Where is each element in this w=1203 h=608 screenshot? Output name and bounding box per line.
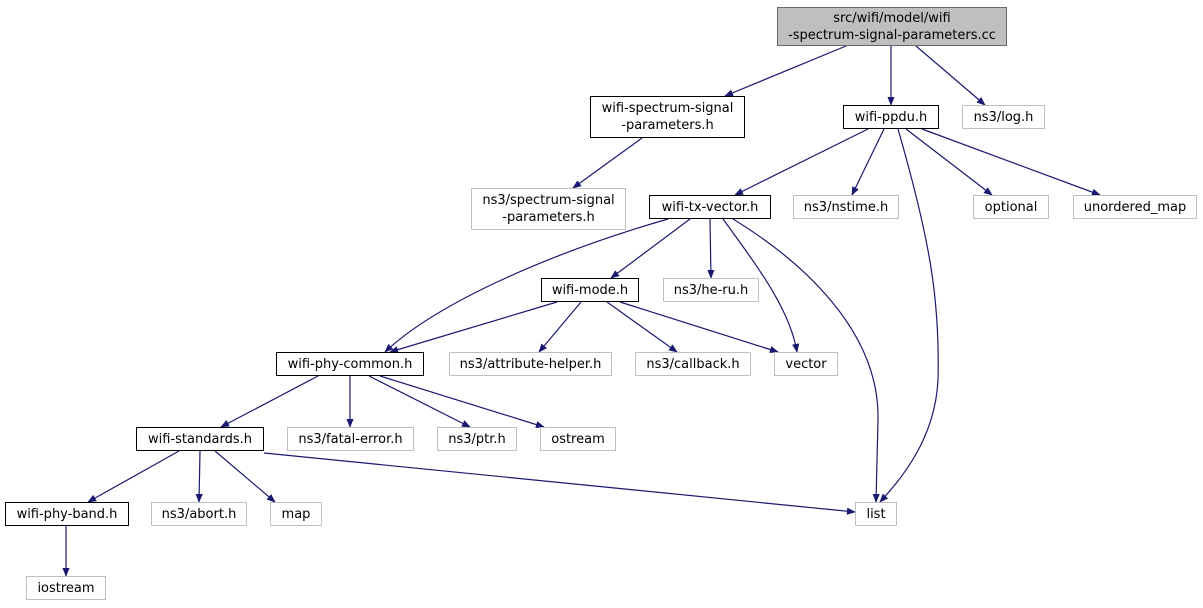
node-nstime: ns3/nstime.h xyxy=(793,195,899,219)
edge-txv-to-mode xyxy=(610,218,691,279)
edge-ppdu-to-umap xyxy=(921,128,1101,196)
node-ppdu[interactable]: wifi-ppdu.h xyxy=(843,105,939,129)
node-heru: ns3/he-ru.h xyxy=(663,278,759,302)
node-common[interactable]: wifi-phy-common.h xyxy=(276,352,424,376)
edge-txv-to-vector xyxy=(722,218,800,353)
node-wssp_h[interactable]: wifi-spectrum-signal -parameters.h xyxy=(590,96,745,138)
node-iostream: iostream xyxy=(26,576,106,600)
edge-wssp_h-to-ssp xyxy=(572,137,643,189)
edge-root-to-wssp_h xyxy=(724,45,847,97)
edge-common-to-ptr xyxy=(368,375,471,428)
node-list: list xyxy=(855,502,897,526)
edge-mode-to-attr xyxy=(538,301,582,353)
node-callback: ns3/callback.h xyxy=(635,352,751,376)
node-fatal: ns3/fatal-error.h xyxy=(287,427,414,451)
edge-ppdu-to-txv xyxy=(734,128,869,196)
edge-txv-to-common xyxy=(384,218,669,353)
node-attr: ns3/attribute-helper.h xyxy=(449,352,612,376)
edge-common-to-standards xyxy=(220,375,319,428)
edge-mode-to-callback xyxy=(606,301,678,353)
edge-ppdu-to-nstime xyxy=(851,128,885,196)
edge-ppdu-to-list xyxy=(879,128,939,503)
node-ssp: ns3/spectrum-signal -parameters.h xyxy=(471,188,626,230)
node-ptr: ns3/ptr.h xyxy=(437,427,517,451)
node-ostream: ostream xyxy=(540,427,616,451)
edge-common-to-ostream xyxy=(379,375,545,429)
edge-root-to-log xyxy=(915,45,986,106)
node-abort: ns3/abort.h xyxy=(151,502,247,526)
edge-standards-to-abort xyxy=(195,450,203,503)
edge-txv-to-list xyxy=(732,218,880,503)
edge-standards-to-map xyxy=(214,450,276,503)
edge-mode-to-common xyxy=(389,301,558,354)
node-mode[interactable]: wifi-mode.h xyxy=(541,278,639,302)
node-optional: optional xyxy=(973,195,1049,219)
edge-standards-to-band xyxy=(87,450,180,503)
node-root: src/wifi/model/wifi -spectrum-signal-par… xyxy=(777,7,1007,46)
node-band[interactable]: wifi-phy-band.h xyxy=(5,502,129,526)
node-umap: unordered_map xyxy=(1073,195,1197,219)
node-log: ns3/log.h xyxy=(962,105,1045,129)
edge-ppdu-to-optional xyxy=(905,128,993,196)
edge-txv-to-heru xyxy=(707,218,715,279)
node-standards[interactable]: wifi-standards.h xyxy=(136,427,264,451)
node-vector: vector xyxy=(774,352,838,376)
node-txv[interactable]: wifi-tx-vector.h xyxy=(649,195,771,219)
node-map: map xyxy=(270,502,322,526)
edge-mode-to-vector xyxy=(619,301,779,353)
edge-standards-to-list xyxy=(263,452,856,515)
